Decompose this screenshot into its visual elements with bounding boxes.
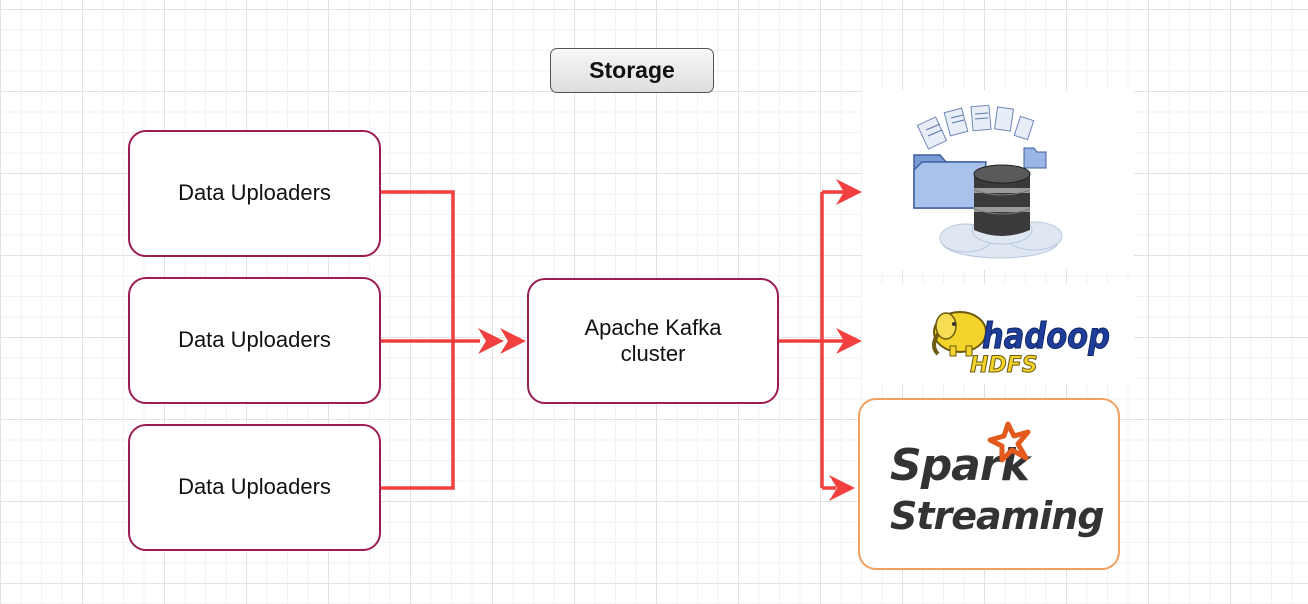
hadoop-hdfs-logo: hadoop HDFS bbox=[862, 284, 1134, 384]
hdfs-wordmark: HDFS bbox=[970, 353, 1038, 378]
arrowhead-kafka-in-1 bbox=[478, 328, 504, 354]
arrowhead-kafka-in-2 bbox=[500, 328, 526, 354]
kafka-cluster-label: Apache Kafka cluster bbox=[584, 314, 722, 366]
kafka-cluster-node[interactable]: Apache Kafka cluster bbox=[527, 278, 779, 404]
data-uploader-node-2[interactable]: Data Uploaders bbox=[128, 277, 381, 404]
hadoop-elephant-icon bbox=[932, 311, 987, 357]
spark-wordmark: Spark bbox=[890, 440, 1030, 491]
connector-uploader-1 bbox=[381, 190, 455, 341]
storage-label-text: Storage bbox=[589, 56, 675, 83]
data-uploader-label: Data Uploaders bbox=[178, 180, 331, 206]
hadoop-wordmark: hadoop bbox=[982, 316, 1110, 357]
database-server-icon bbox=[973, 164, 1031, 236]
storage-image bbox=[862, 90, 1134, 270]
connector-uploader-3 bbox=[381, 341, 455, 490]
data-uploader-node-1[interactable]: Data Uploaders bbox=[128, 130, 381, 257]
spark-star-icon bbox=[987, 421, 1031, 463]
data-uploader-label: Data Uploaders bbox=[178, 327, 331, 353]
arrowhead-storage bbox=[836, 179, 862, 205]
arrowhead-hdfs bbox=[836, 328, 862, 354]
data-uploader-label: Data Uploaders bbox=[178, 474, 331, 500]
arrowhead-spark bbox=[829, 475, 855, 501]
data-uploader-node-3[interactable]: Data Uploaders bbox=[128, 424, 381, 551]
streaming-wordmark: Streaming bbox=[890, 494, 1105, 538]
storage-label: Storage bbox=[550, 48, 714, 93]
spark-streaming-node[interactable]: Spark Streaming bbox=[858, 398, 1120, 570]
